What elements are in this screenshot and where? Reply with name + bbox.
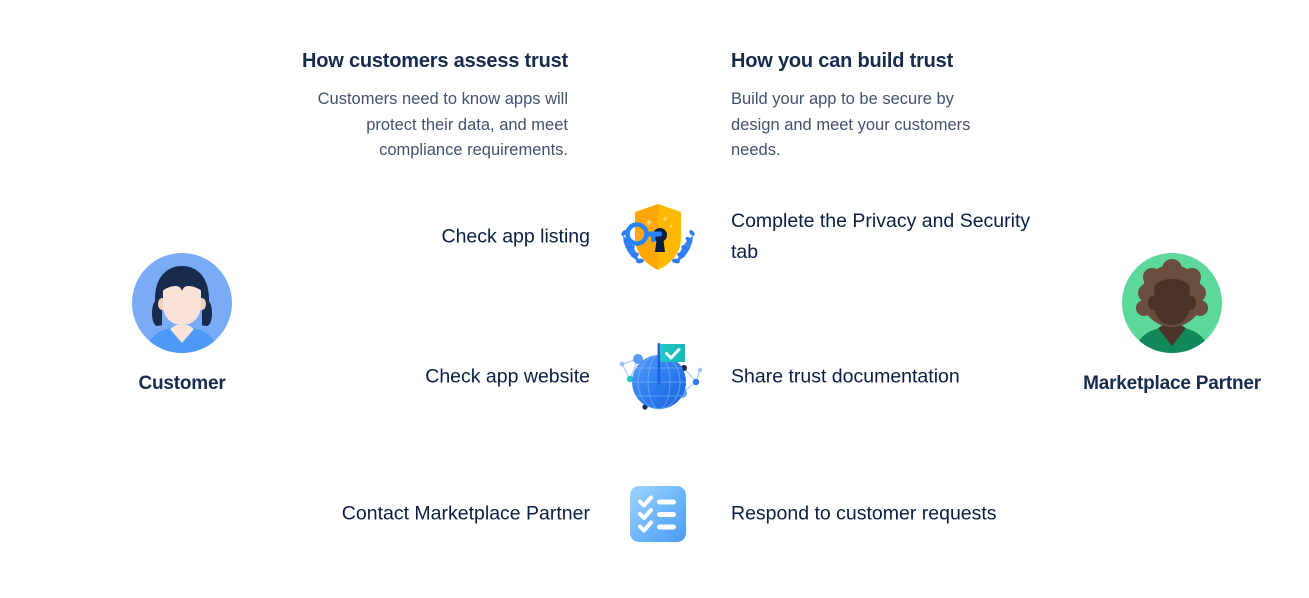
right-column-header: How you can build trust Build your app t… — [731, 50, 1003, 164]
customer-label: Customer — [138, 373, 226, 394]
checklist-icon — [612, 474, 704, 554]
left-header-title: How customers assess trust — [301, 50, 568, 72]
actor-customer: Customer — [77, 253, 287, 395]
customer-action-text: Contact Marketplace Partner — [341, 502, 590, 525]
customer-action-text: Check app listing — [441, 225, 591, 248]
globe-flag-network-icon — [612, 337, 704, 417]
partner-action-text: Share trust documentation — [731, 365, 960, 388]
left-column-header: How customers assess trust Customers nee… — [283, 50, 568, 164]
partner-action-text: Respond to customer requests — [731, 502, 997, 525]
partner-avatar-icon — [1122, 253, 1222, 353]
right-header-title: How you can build trust — [731, 50, 954, 72]
customer-action-text: Check app website — [425, 365, 590, 388]
customer-avatar-icon — [132, 253, 232, 353]
right-header-body: Build your app to be secure by design an… — [731, 90, 971, 159]
left-header-body: Customers need to know apps will protect… — [317, 90, 568, 159]
shield-key-laurel-icon — [612, 197, 704, 277]
partner-action-text: Complete the Privacy and Security tab — [731, 210, 1031, 263]
actor-partner: Marketplace Partner — [1067, 253, 1277, 395]
partner-label: Marketplace Partner — [1083, 373, 1261, 394]
